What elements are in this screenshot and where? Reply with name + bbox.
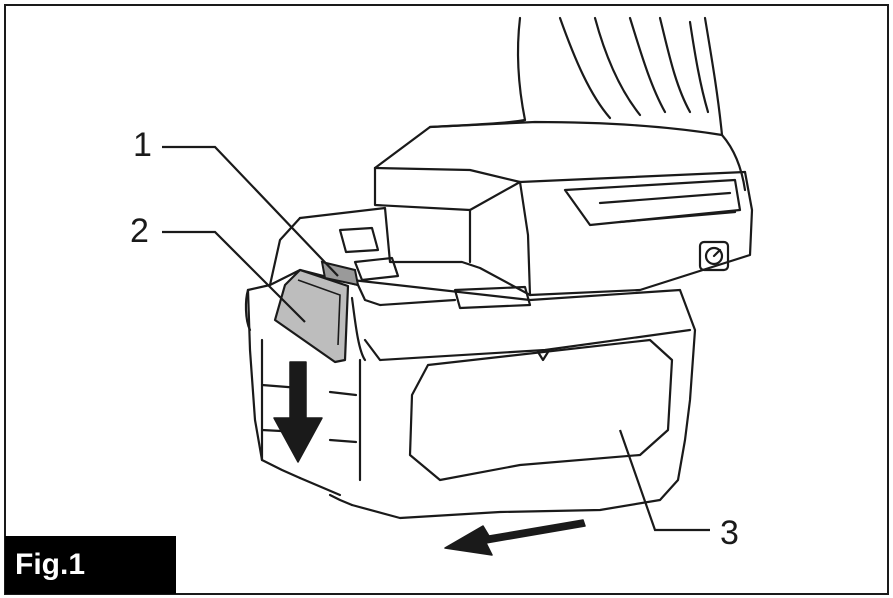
leader-line-3 <box>618 429 710 532</box>
press-down-arrow <box>273 361 323 463</box>
release-button <box>273 268 350 364</box>
callout-3-label: 3 <box>720 514 739 552</box>
callout-1-label: 1 <box>133 126 152 164</box>
figure-frame <box>4 4 889 595</box>
tool-grip <box>428 16 747 192</box>
leader-line-1 <box>162 145 339 277</box>
leader-line-2 <box>162 230 306 323</box>
tool-base <box>373 120 754 297</box>
figure-label: Fig.1 <box>5 536 176 594</box>
slide-out-arrow <box>444 519 586 556</box>
release-button-highlight <box>297 279 341 346</box>
callout-2-label: 2 <box>130 212 149 250</box>
battery-label-panel <box>408 338 674 482</box>
